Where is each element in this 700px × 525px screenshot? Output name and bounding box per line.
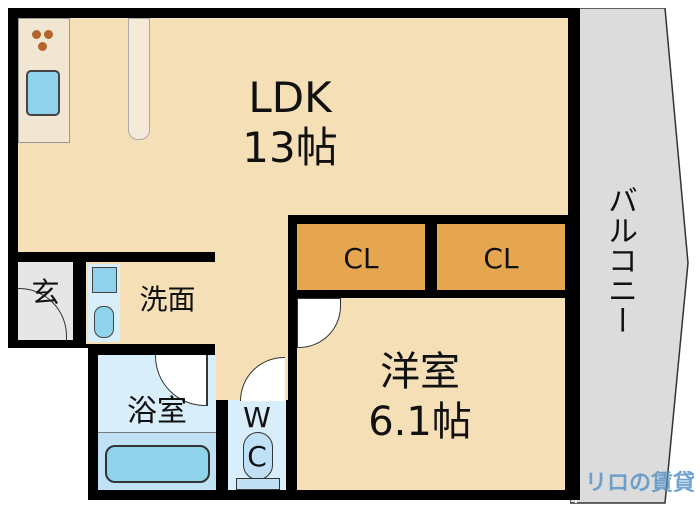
logo: リロの賃貸 [585,471,696,496]
washing-machine-icon [92,267,117,293]
closet-right-label: CL [483,242,519,275]
stove-icon [32,30,54,52]
washroom-label: 洗面 [139,283,196,316]
ldk-size: 13帖 [242,123,338,172]
closet-right [437,224,565,290]
entrance-label: 玄 [31,276,60,309]
toilet-tank-icon [236,478,280,490]
toilet-bowl-icon [243,432,273,480]
closet-left-label: CL [343,242,379,275]
closet-left [297,224,425,290]
western-room [297,298,565,490]
western-room-label: 洋室 [380,349,460,395]
balcony-label: バルコニー [602,185,637,335]
counter-pillar [128,18,150,140]
toilet-label-c: C [247,440,267,473]
kitchen-sink-icon [26,70,60,116]
toilet-label-w: W [243,401,271,434]
bathtub-icon [105,445,210,483]
bathroom-label-1: 浴室 [127,394,187,429]
sink-icon [94,306,114,338]
western-room-size: 6.1帖 [368,399,472,445]
ldk-label: LDK [248,73,332,122]
